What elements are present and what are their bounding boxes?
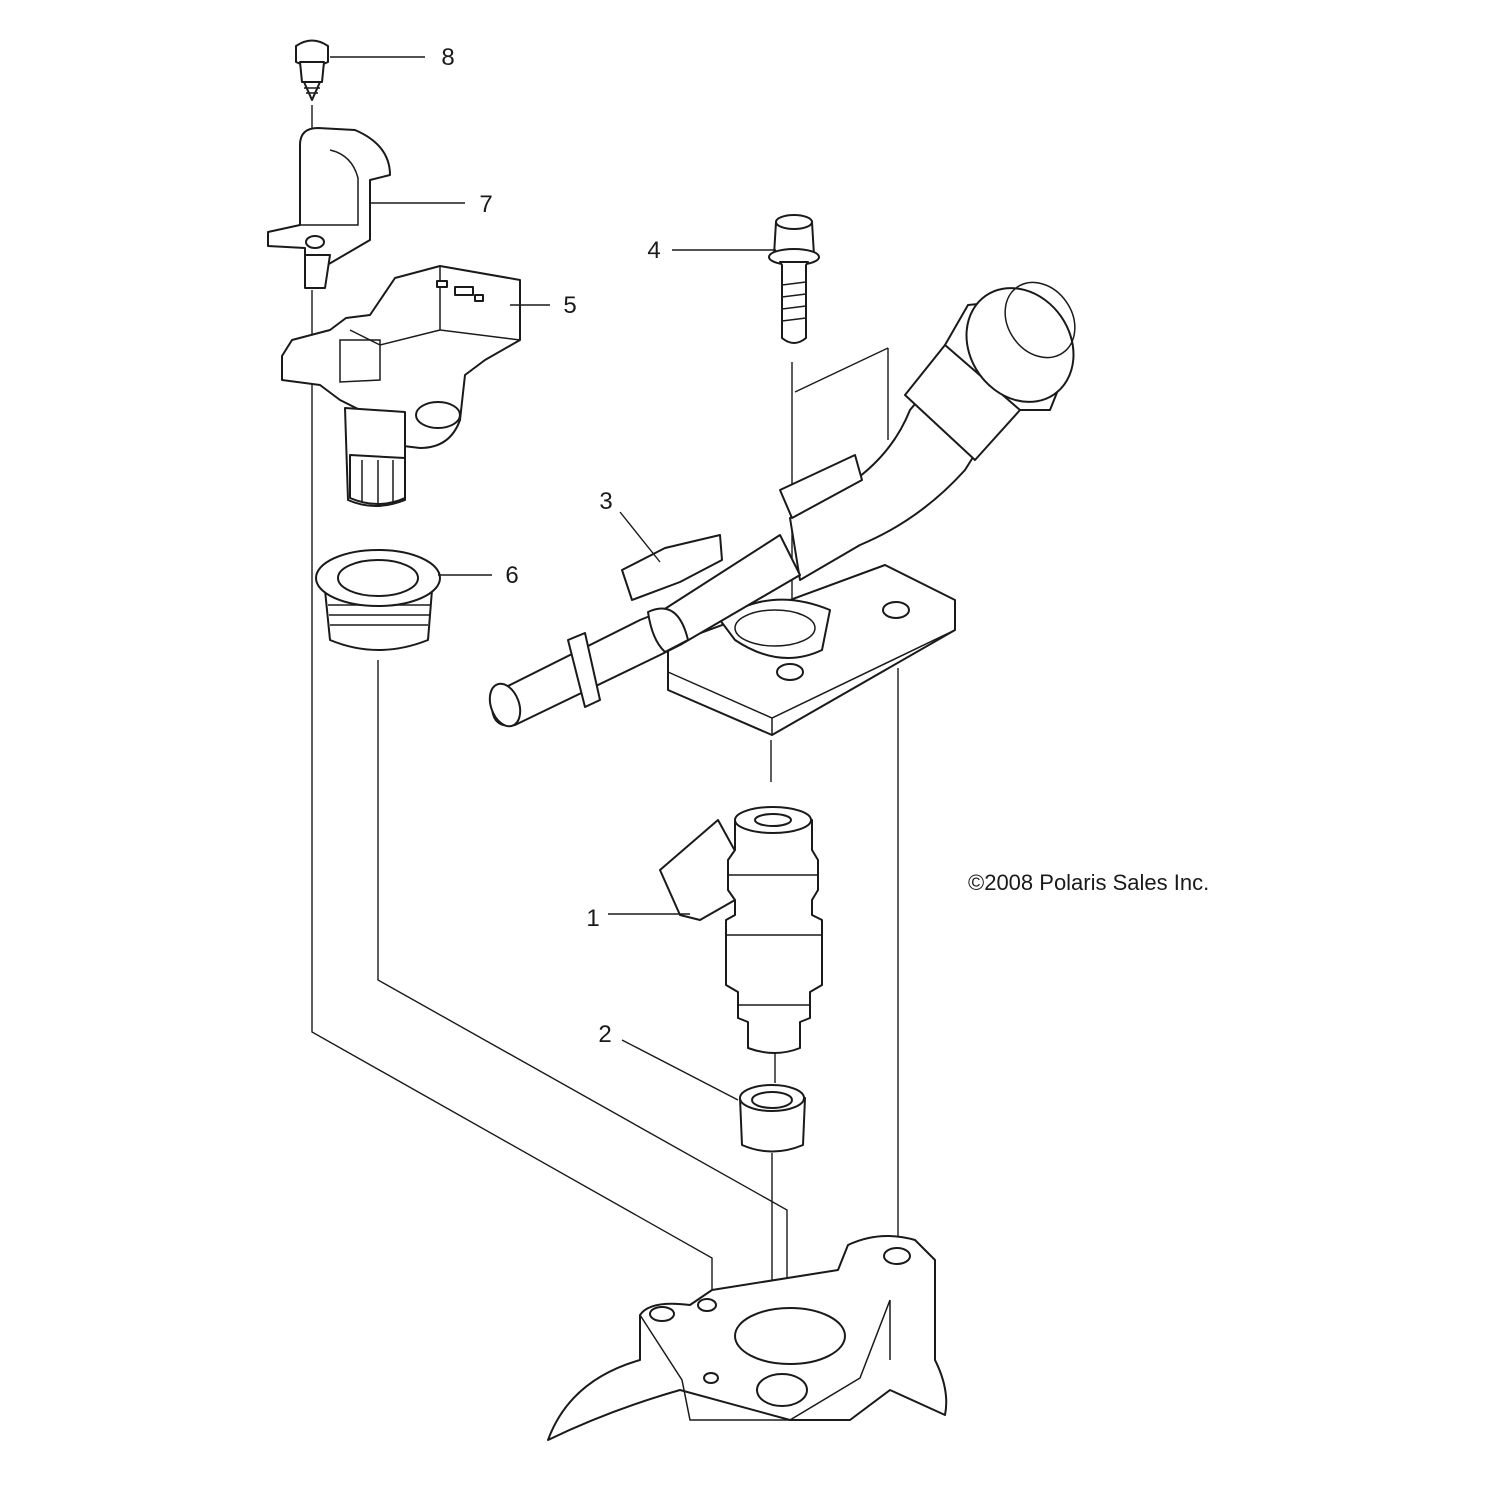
callout-6: 6 <box>505 562 518 589</box>
screw-part-8 <box>295 39 329 101</box>
seal-part-2 <box>739 1084 806 1153</box>
bolt-part-4 <box>768 214 820 344</box>
grommet-part-6 <box>315 549 441 651</box>
callout-leaders <box>330 56 776 1101</box>
callout-4: 4 <box>647 237 660 264</box>
sensor-part-5 <box>281 265 521 507</box>
callout-3: 3 <box>599 488 612 515</box>
callout-7: 7 <box>479 191 492 218</box>
injector-part-1 <box>659 806 823 1054</box>
fuel-rail-part-3 <box>488 281 1076 736</box>
bracket-part-7 <box>267 127 391 289</box>
callout-2: 2 <box>598 1021 611 1048</box>
throttle-body <box>547 1235 948 1441</box>
callout-1: 1 <box>586 905 599 932</box>
copyright-text: ©2008 Polaris Sales Inc. <box>968 870 1209 895</box>
callout-8: 8 <box>441 44 454 71</box>
callout-5: 5 <box>563 292 576 319</box>
